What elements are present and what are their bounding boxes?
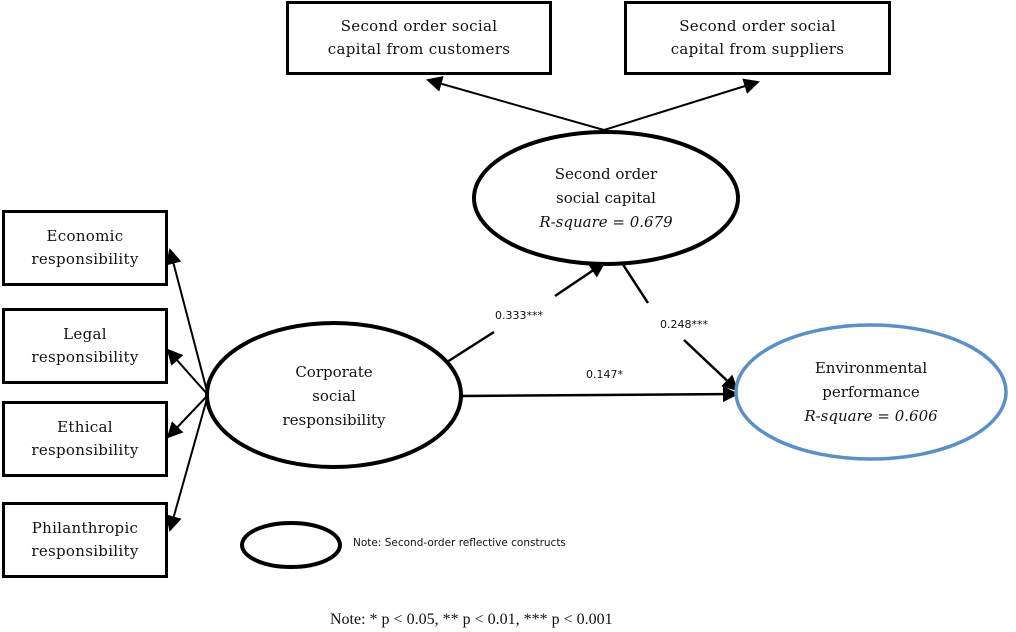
indicator-legal: Legal responsibility [2, 308, 168, 384]
coef-social-capital-to-environmental: 0.248*** [660, 318, 708, 331]
environmental-label: Environmental performance R-square = 0.6… [771, 356, 971, 428]
indicator-legal-line1: Legal [63, 325, 107, 343]
social-capital-oval [472, 130, 740, 266]
significance-footnote: Note: * p < 0.05, ** p < 0.01, *** p < 0… [330, 611, 613, 628]
indicator-customers-line2: capital from customers [327, 40, 511, 58]
indicator-economic-line2: responsibility [31, 250, 139, 268]
indicator-philanthropic: Philanthropic responsibility [2, 502, 168, 578]
arrow-social-capital-to-customers [426, 76, 605, 131]
coef-csr-to-environmental: 0.147* [586, 368, 623, 381]
indicator-suppliers-line1: Second order social [679, 17, 836, 35]
csr-line2: social [312, 387, 356, 405]
indicator-customers-line1: Second order social [340, 17, 498, 35]
arrow-csr-to-philanthropic [166, 394, 209, 532]
environmental-line1: Environmental [814, 359, 928, 377]
indicator-ethical: Ethical responsibility [2, 401, 168, 477]
social-capital-line1: Second order [554, 165, 658, 183]
social-capital-rsquare: R-square = 0.679 [539, 213, 673, 231]
path-social-capital-to-environmental-a [620, 262, 650, 304]
indicator-suppliers: Second order social capital from supplie… [624, 1, 891, 75]
social-capital-label: Second order social capital R-square = 0… [506, 162, 706, 234]
csr-line3: responsibility [282, 411, 386, 429]
indicator-philanthropic-line2: responsibility [31, 542, 139, 560]
legend-oval-icon [240, 521, 342, 569]
indicator-ethical-line1: Ethical [57, 418, 113, 436]
indicator-economic-line1: Economic [46, 227, 124, 245]
social-capital-line2: social capital [556, 189, 656, 207]
arrow-csr-to-ethical [166, 394, 209, 439]
indicator-suppliers-line2: capital from suppliers [670, 40, 845, 58]
indicator-legal-line2: responsibility [31, 348, 139, 366]
coef-csr-to-social-capital: 0.333*** [495, 309, 543, 322]
path-csr-to-environmental [461, 386, 739, 403]
path-csr-to-social-capital-b [554, 261, 606, 298]
indicator-customers: Second order social capital from custome… [286, 1, 552, 75]
indicator-ethical-line2: responsibility [31, 441, 139, 459]
csr-label: Corporate social responsibility [234, 360, 434, 432]
indicator-economic: Economic responsibility [2, 210, 168, 286]
environmental-oval [734, 323, 1008, 461]
csr-line1: Corporate [295, 363, 373, 381]
environmental-rsquare: R-square = 0.606 [804, 407, 938, 425]
indicator-philanthropic-line1: Philanthropic [31, 519, 139, 537]
csr-oval [205, 321, 463, 469]
arrow-social-capital-to-suppliers [603, 78, 760, 131]
arrow-csr-to-legal [166, 348, 209, 396]
path-social-capital-to-environmental-b [683, 339, 739, 392]
legend-text: Note: Second-order reflective constructs [353, 537, 566, 549]
path-csr-to-social-capital-a [446, 330, 495, 364]
arrow-csr-to-economic [165, 248, 209, 396]
environmental-line2: performance [822, 383, 920, 401]
